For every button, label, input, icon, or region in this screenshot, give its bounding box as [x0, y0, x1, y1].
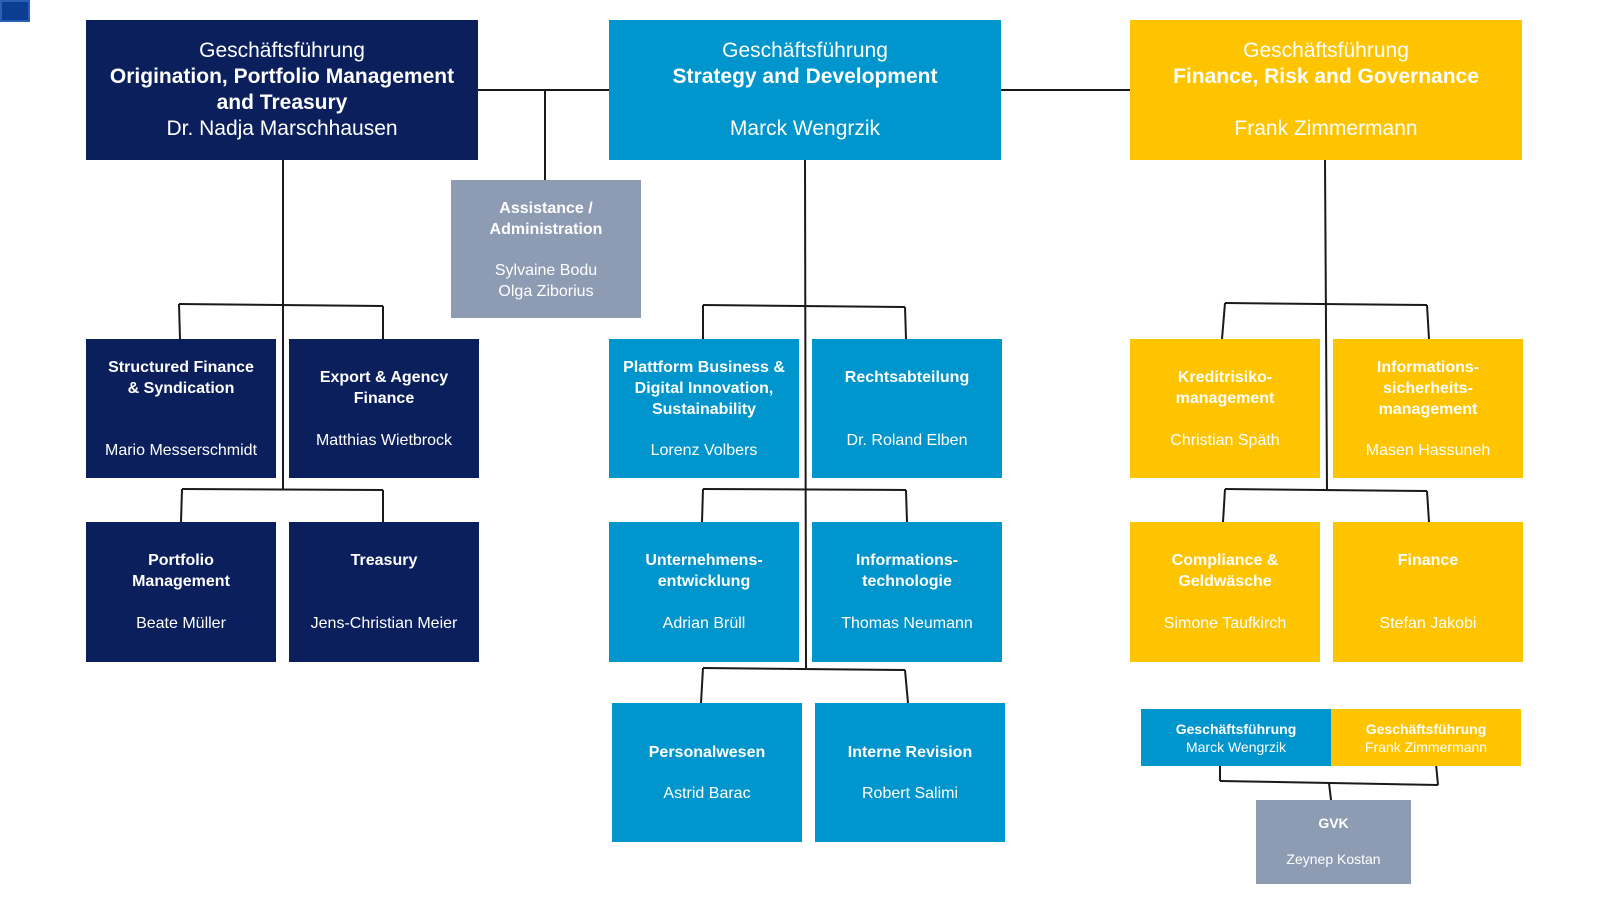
executive-name: Dr. Nadja Marschhausen [166, 117, 398, 140]
unit-box-personalwesen: Personalwesen Astrid Barac [612, 703, 802, 842]
unit-name: Astrid Barac [663, 785, 751, 802]
unit-title: Rechtsabteilung [844, 369, 970, 386]
unit-title: Informations-technologie [855, 552, 959, 590]
joint-executive-name: Frank Zimmermann [1364, 738, 1488, 755]
executive-title: Geschäftsführung [1243, 39, 1409, 62]
assistance-box: Assistance / Administration Sylvaine Bod… [451, 180, 641, 318]
assistance-name-2: Olga Ziborius [498, 283, 594, 300]
unit-title: Kreditrisiko-management [1175, 369, 1275, 407]
joint-executive-box-zimmermann: Geschäftsführung Frank Zimmermann [1331, 709, 1521, 766]
unit-box-unternehmensentwicklung: Unternehmens-entwicklung Adrian Brüll [609, 522, 799, 662]
unit-title: Finance [1397, 552, 1459, 569]
executive-dept: Origination, Portfolio Management and Tr… [109, 65, 455, 114]
unit-title: Plattform Business & Digital Innovation,… [623, 359, 785, 418]
unit-name: Matthias Wietbrock [315, 432, 453, 449]
unit-box-informationstechnologie: Informations-technologie Thomas Neumann [812, 522, 1002, 662]
unit-title: Personalwesen [648, 744, 766, 761]
unit-name: Robert Salimi [861, 785, 959, 802]
executive-dept: Strategy and Development [672, 65, 938, 88]
joint-executive-title: Geschäftsführung [1365, 720, 1487, 737]
unit-title: Interne Revision [847, 744, 973, 761]
executive-box-strategy: Geschäftsführung Strategy and Developmen… [609, 20, 1001, 160]
unit-box-rechtsabteilung: Rechtsabteilung Dr. Roland Elben [812, 339, 1002, 478]
assistance-name-1: Sylvaine Bodu [494, 262, 598, 279]
unit-box-kreditrisikomanagement: Kreditrisiko-management Christian Späth [1130, 339, 1320, 478]
gvk-box: GVK Zeynep Kostan [1256, 800, 1411, 884]
gvk-title: GVK [1318, 815, 1349, 831]
unit-box-portfolio-management: Portfolio Management Beate Müller [86, 522, 276, 662]
assistance-title: Assistance / Administration [489, 200, 603, 238]
unit-name: Adrian Brüll [662, 615, 746, 632]
unit-box-informationssicherheitsmanagement: Informations-sicherheits-management Mase… [1333, 339, 1523, 478]
unit-title: Structured Finance & Syndication [108, 359, 254, 397]
unit-name: Dr. Roland Elben [846, 432, 968, 449]
window-corner-icon [0, 0, 30, 22]
executive-dept: Finance, Risk and Governance [1173, 65, 1479, 88]
executive-box-finance-risk: Geschäftsführung Finance, Risk and Gover… [1130, 20, 1522, 160]
unit-title: Portfolio Management [132, 552, 230, 590]
gvk-name: Zeynep Kostan [1286, 851, 1381, 867]
unit-name: Christian Späth [1170, 432, 1280, 449]
unit-title: Treasury [350, 552, 418, 569]
executive-title: Geschäftsführung [199, 39, 365, 62]
unit-box-finance: Finance Stefan Jakobi [1333, 522, 1523, 662]
unit-name: Thomas Neumann [841, 615, 973, 632]
unit-name: Jens-Christian Meier [310, 615, 458, 632]
unit-name: Beate Müller [136, 615, 226, 632]
unit-name: Mario Messerschmidt [104, 442, 258, 459]
unit-name: Stefan Jakobi [1379, 615, 1477, 632]
executive-title: Geschäftsführung [722, 39, 888, 62]
unit-box-structured-finance: Structured Finance & Syndication Mario M… [86, 339, 276, 478]
unit-box-treasury: Treasury Jens-Christian Meier [289, 522, 479, 662]
unit-box-export-agency: Export & Agency Finance Matthias Wietbro… [289, 339, 479, 478]
unit-name: Masen Hassuneh [1365, 442, 1491, 459]
unit-box-plattform-business: Plattform Business & Digital Innovation,… [609, 339, 799, 478]
executive-name: Marck Wengrzik [729, 117, 881, 140]
executive-box-origination: Geschäftsführung Origination, Portfolio … [86, 20, 478, 160]
unit-title: Compliance & Geldwäsche [1171, 552, 1279, 590]
executive-name: Frank Zimmermann [1234, 117, 1418, 140]
joint-executive-title: Geschäftsführung [1175, 720, 1297, 737]
unit-title: Export & Agency Finance [319, 369, 449, 407]
unit-name: Lorenz Volbers [650, 442, 758, 459]
unit-name: Simone Taufkirch [1163, 615, 1287, 632]
unit-box-compliance: Compliance & Geldwäsche Simone Taufkirch [1130, 522, 1320, 662]
unit-box-interne-revision: Interne Revision Robert Salimi [815, 703, 1005, 842]
unit-title: Unternehmens-entwicklung [645, 552, 763, 590]
unit-title: Informations-sicherheits-management [1376, 359, 1480, 418]
joint-executive-box-wengrzik: Geschäftsführung Marck Wengrzik [1141, 709, 1331, 766]
joint-executive-name: Marck Wengrzik [1185, 738, 1287, 755]
